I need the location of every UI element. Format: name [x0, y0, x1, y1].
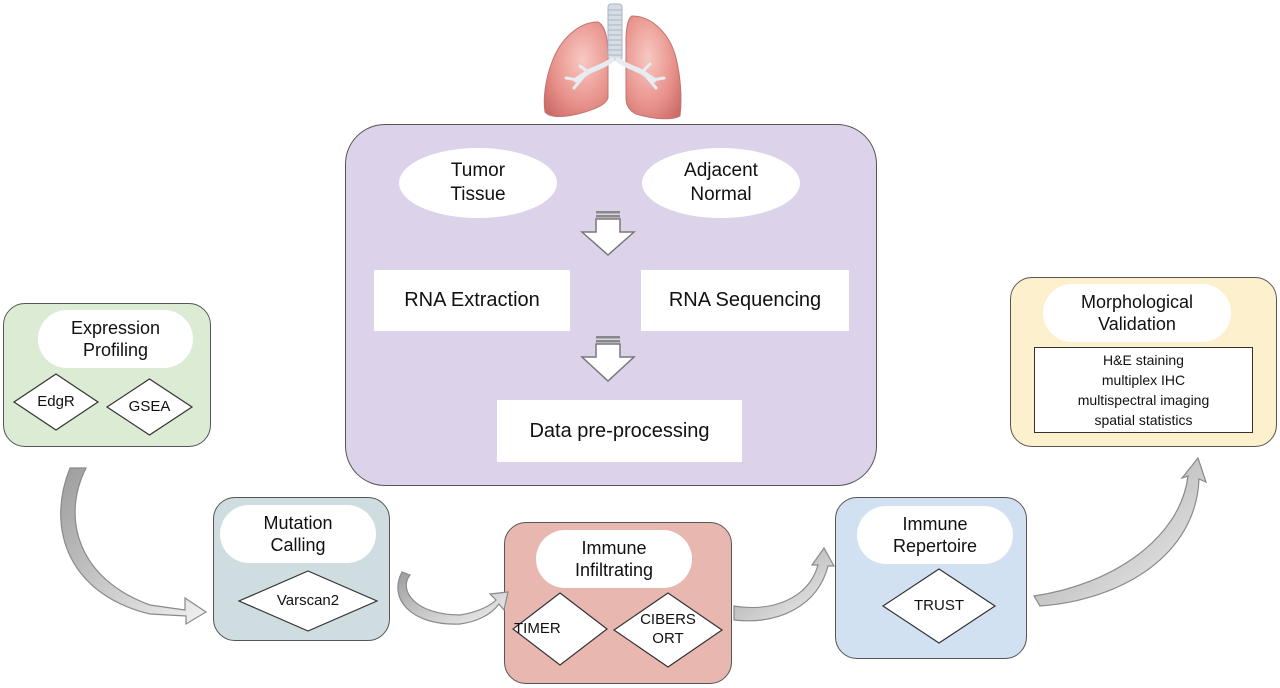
mutation-calling-title: Mutation Calling	[220, 505, 376, 563]
flow-arrow-icon	[1033, 456, 1207, 607]
flow-arrow-icon	[397, 571, 509, 625]
immune-infiltrating-title: Immune Infiltrating	[536, 530, 692, 588]
gsea-tool: GSEA	[105, 378, 194, 436]
cibersort-label: CIBERS ORT	[640, 611, 696, 647]
method-item: multispectral imaging	[1077, 392, 1210, 408]
data-preprocessing-box: Data pre-processing	[497, 400, 742, 462]
trust-tool: TRUST	[881, 568, 997, 644]
expression-profiling-title: Expression Profiling	[38, 310, 193, 368]
edgr-label: EdgR	[37, 392, 75, 410]
method-item: multiplex IHC	[1101, 372, 1186, 388]
adjacent-normal-node: Adjacent Normal	[642, 148, 800, 218]
method-item: H&E staining	[1103, 352, 1184, 368]
method-item: spatial statistics	[1094, 412, 1193, 428]
rna-extraction-box: RNA Extraction	[374, 270, 570, 331]
varscan2-label: Varscan2	[276, 591, 340, 609]
morphological-methods-box: H&E staining multiplex IHC multispectral…	[1034, 347, 1253, 433]
gsea-label: GSEA	[128, 397, 171, 415]
flow-arrow-icon	[60, 467, 208, 626]
rna-sequencing-box: RNA Sequencing	[641, 270, 849, 331]
immune-repertoire-title: Immune Repertoire	[857, 506, 1013, 564]
flow-arrow-icon	[733, 546, 836, 622]
tumor-tissue-node: Tumor Tissue	[399, 148, 557, 218]
morphological-validation-title: Morphological Validation	[1043, 284, 1231, 342]
timer-tool: TIMER	[512, 592, 608, 666]
varscan2-tool: Varscan2	[237, 570, 379, 632]
cibersort-tool: CIBERS ORT	[612, 592, 724, 668]
timer-label: TIMER	[514, 619, 561, 637]
edgr-tool: EdgR	[12, 373, 100, 431]
trust-label: TRUST	[914, 596, 964, 614]
